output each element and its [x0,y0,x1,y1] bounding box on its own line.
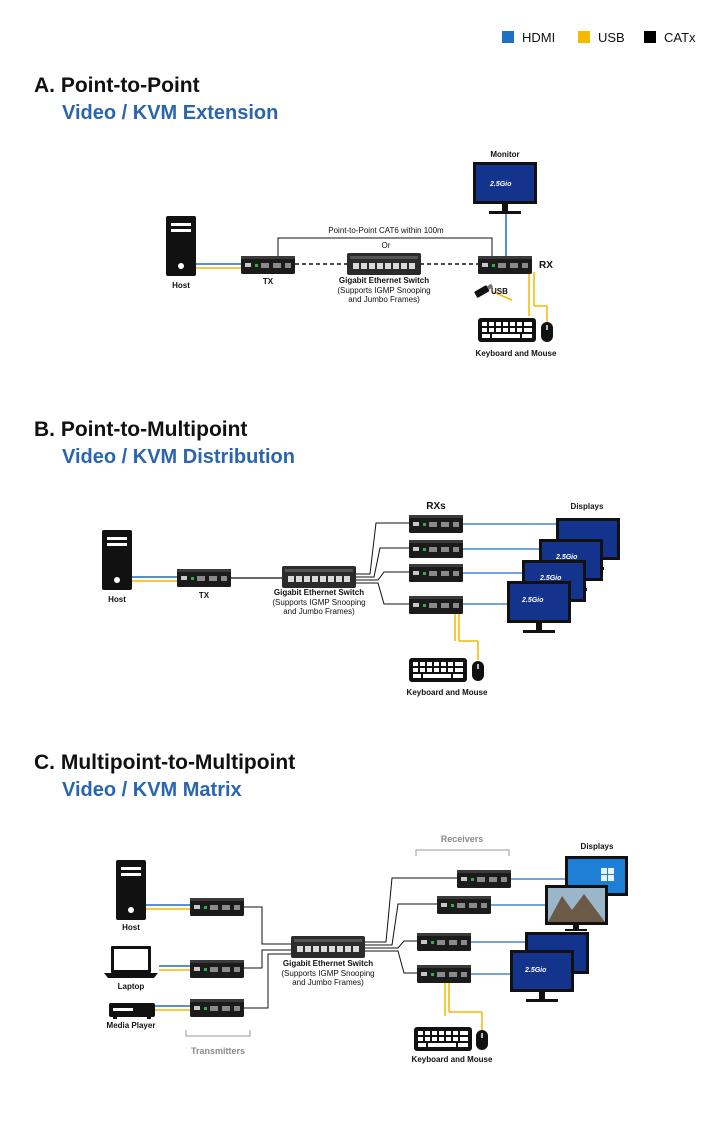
usb-drive-icon [474,283,494,298]
c-switch-note2: and Jumbo Frames) [292,978,364,987]
usb-swatch-icon [578,31,590,43]
diagram-b: Host TX Gigabit Ethernet Switch (Support… [102,501,620,697]
section-a-title: A. Point-to-Point [34,74,200,97]
c-ethernet-switch-icon [291,936,365,958]
b-display-brand-2: 2.5Gio [555,554,578,561]
c-host-pc-icon [116,860,146,920]
legend-hdmi: HDMI [502,30,555,45]
laptop-icon [104,946,158,978]
host-pc-icon [166,216,196,276]
c-mouse-icon [476,1030,488,1050]
b-display-brand-3: 2.5Gio [539,575,562,582]
b-rx4-icon [409,596,463,614]
c-display4-icon [510,950,574,1002]
c-media-player-label: Media Player [107,1021,156,1030]
b-switch-note1: (Supports IGMP Snooping [272,598,365,607]
b-kbm-label: Keyboard and Mouse [407,688,488,697]
c-displays-label: Displays [581,842,614,851]
b-rx2-icon [409,540,463,558]
c-switch-label: Gigabit Ethernet Switch [283,959,373,968]
a-or-label: Or [382,241,391,250]
b-display4-icon [507,581,571,633]
c-kbm-label: Keyboard and Mouse [412,1055,493,1064]
tx-extender-icon [241,256,295,274]
a-switch-label: Gigabit Ethernet Switch [339,276,429,285]
a-host-label: Host [172,281,190,290]
mouse-icon [541,322,553,342]
hdmi-swatch-icon [502,31,514,43]
b-tx-label: TX [199,591,210,600]
monitor-icon [473,162,537,214]
c-keyboard-icon [414,1027,472,1051]
b-ethernet-switch-icon [282,566,356,588]
b-keyboard-icon [409,658,467,682]
legend-catx-label: CATx [664,30,696,45]
a-tx-label: TX [263,277,274,286]
c-tx3-icon [190,999,244,1017]
section-a-subtitle: Video / KVM Extension [62,102,279,124]
section-b-subtitle: Video / KVM Distribution [62,446,295,468]
b-displays-label: Displays [571,502,604,511]
a-switch-note1: (Supports IGMP Snooping [337,286,430,295]
c-laptop-label: Laptop [118,982,145,991]
media-player-icon [109,1003,155,1019]
a-switch-note2: and Jumbo Frames) [348,295,420,304]
ethernet-switch-icon [347,253,421,275]
legend-catx: CATx [644,30,696,45]
a-kbm-label: Keyboard and Mouse [476,349,557,358]
c-display-brand-4: 2.5Gio [524,967,547,974]
c-host-label: Host [122,923,140,932]
section-c-title: C. Multipoint-to-Multipoint [34,751,296,774]
diagram-a: Host TX Gigabit Ethernet Switch (Support… [166,150,557,358]
a-direct-link-label: Point-to-Point CAT6 within 100m [328,226,444,235]
c-receivers-label: Receivers [441,834,484,844]
b-rx3-icon [409,564,463,582]
b-display-brand-4: 2.5Gio [521,597,544,604]
c-switch-note1: (Supports IGMP Snooping [281,969,374,978]
catx-swatch-icon [644,31,656,43]
legend-usb: USB [578,30,625,45]
legend-hdmi-label: HDMI [522,30,556,45]
section-b-title: B. Point-to-Multipoint [34,418,248,441]
a-monitor-label: Monitor [490,150,519,159]
c-transmitters-label: Transmitters [191,1046,245,1056]
rx-extender-icon [478,256,532,274]
b-switch-note2: and Jumbo Frames) [283,607,355,616]
b-tx-extender-icon [177,569,231,587]
c-rx3-icon [417,933,471,951]
section-c-subtitle: Video / KVM Matrix [62,779,242,801]
b-mouse-icon [472,661,484,681]
a-usb-label: USB [491,287,508,296]
legend-usb-label: USB [598,30,625,45]
c-display2-icon [545,885,608,931]
keyboard-icon [478,318,536,342]
b-host-pc-icon [102,530,132,590]
b-host-label: Host [108,595,126,604]
a-rx-label: RX [539,260,553,271]
c-tx2-icon [190,960,244,978]
c-tx1-icon [190,898,244,916]
c-rx4-icon [417,965,471,983]
b-rx1-icon [409,515,463,533]
diagram-c: Host Laptop Media Player Transmitters Gi… [104,834,628,1064]
a-monitor-brand: 2.5Gio [489,181,512,188]
c-rx2-icon [437,896,491,914]
b-rxs-label: RXs [426,501,446,512]
b-switch-label: Gigabit Ethernet Switch [274,588,364,597]
c-rx1-icon [457,870,511,888]
